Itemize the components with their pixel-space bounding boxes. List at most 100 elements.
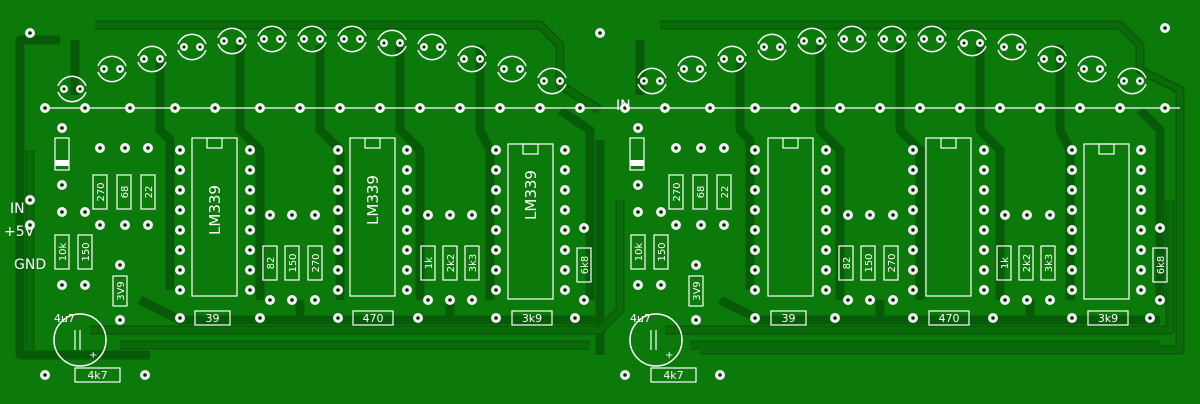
pad [402,225,412,235]
cap-left-value: 4u7 [54,312,75,325]
resistor-value: 39 [206,312,220,325]
led-footprint [957,29,987,57]
pad [1000,295,1010,305]
pad [495,103,505,113]
pad [908,313,918,323]
resistor-value: 82 [266,257,277,270]
led-footprint [1117,67,1147,95]
resistor-vertical: 3V9 [688,275,704,307]
pad [1067,265,1077,275]
resistor-vertical: 22 [716,174,732,210]
pad [1022,210,1032,220]
pad [265,210,275,220]
led-footprint [417,33,447,61]
led-footprint [677,55,707,83]
pad [633,207,643,217]
pad [835,103,845,113]
pad [175,285,185,295]
pad [595,28,605,38]
resistor-vertical: 150 [284,245,300,281]
pad [830,313,840,323]
resistor-value: 3k9 [1098,312,1118,325]
pad [1145,313,1155,323]
ic1-right-notch [782,137,799,149]
led-footprint [497,55,527,83]
resistor-vertical: 150 [653,234,669,270]
pad [445,295,455,305]
resistor-vertical: 68 [692,174,708,210]
led-footprint [637,67,667,95]
pad [656,280,666,290]
pad [120,220,130,230]
pad [995,103,1005,113]
pad [1075,103,1085,113]
pad [1067,185,1077,195]
pad [560,285,570,295]
pad [979,185,989,195]
pad [908,245,918,255]
pad [255,313,265,323]
pad [402,285,412,295]
pad [750,165,760,175]
resistor-vertical: 2k2 [442,245,458,281]
pad [979,145,989,155]
resistor-vertical: 150 [77,234,93,270]
pad [671,220,681,230]
pad [310,210,320,220]
pad [875,103,885,113]
pad [1035,103,1045,113]
pad [1136,165,1146,175]
pad [491,285,501,295]
pad [696,143,706,153]
pad [979,285,989,295]
pad [750,285,760,295]
pad [333,165,343,175]
pad [402,245,412,255]
led-footprint [837,25,867,53]
pad [310,295,320,305]
resistor-horizontal: 39 [770,310,807,326]
pad [245,225,255,235]
resistor-vertical: 3V9 [112,275,128,307]
pad [402,185,412,195]
resistor-value: 270 [887,253,898,272]
pad [245,145,255,155]
pad [57,207,67,217]
pad [175,145,185,155]
ic3-left-notch [522,143,539,155]
resistor-horizontal: 3k9 [1087,310,1129,326]
pad [1067,313,1077,323]
diode-right [629,137,645,171]
pad [633,180,643,190]
ic2-right-notch [940,137,957,149]
label-in: IN [10,201,25,217]
resistor-vertical: 270 [668,174,684,210]
pad [865,295,875,305]
resistor-vertical: 6k8 [1152,247,1168,283]
pad [1136,145,1146,155]
pad [120,143,130,153]
pad [1136,265,1146,275]
pad [491,265,501,275]
pad [245,185,255,195]
pad [1067,225,1077,235]
pad [175,205,185,215]
resistor-value: 3V9 [692,281,703,301]
led-footprint [457,45,487,73]
pad [375,103,385,113]
pad [143,220,153,230]
pad [979,265,989,275]
pad [413,313,423,323]
pad [1155,223,1165,233]
resistor-value: 3V9 [116,281,127,301]
resistor-value: 6k8 [580,256,591,275]
pad [560,265,570,275]
pad [979,165,989,175]
pad [335,103,345,113]
pad [491,205,501,215]
ic3-left-label: LM339 [522,170,540,220]
pad [719,220,729,230]
pad [821,145,831,155]
resistor-value: 10k [634,243,645,262]
